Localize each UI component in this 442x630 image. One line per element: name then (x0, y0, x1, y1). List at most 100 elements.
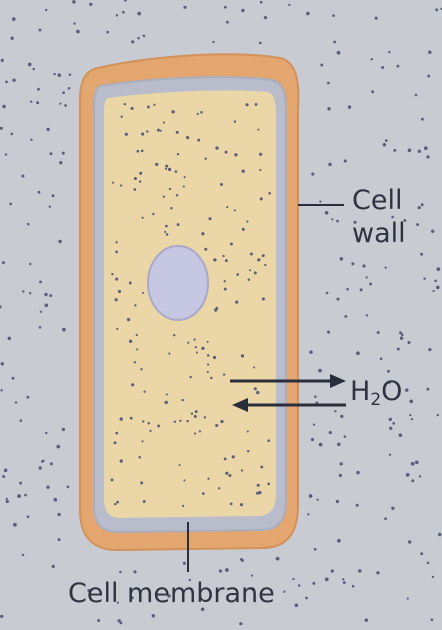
solution-particle (331, 569, 334, 572)
solution-particle (39, 326, 42, 329)
solution-particle (53, 73, 55, 75)
cytoplasm-particle (114, 503, 116, 505)
solution-particle (319, 443, 323, 447)
solution-particle (340, 257, 343, 260)
cytoplasm-particle (202, 492, 205, 495)
cytoplasm-particle (127, 318, 130, 321)
cytoplasm-particle (136, 334, 138, 336)
cytoplasm-particle (116, 328, 118, 330)
solution-particle (259, 42, 262, 45)
water-symbol: H (350, 376, 370, 407)
solution-particle (69, 73, 72, 76)
solution-particle (325, 211, 329, 215)
cytoplasm-particle (174, 421, 176, 423)
cytoplasm-particle (194, 338, 196, 340)
solution-particle (59, 161, 62, 164)
solution-particle (219, 569, 222, 572)
solution-particle (351, 262, 354, 265)
cytoplasm-particle (260, 466, 263, 469)
cytoplasm-particle (196, 351, 198, 353)
solution-particle (418, 150, 421, 153)
cytoplasm-particle (164, 231, 166, 233)
solution-particle (421, 118, 424, 121)
cytoplasm-particle (246, 220, 248, 222)
solution-particle (32, 68, 35, 71)
cytoplasm-particle (201, 347, 204, 350)
cytoplasm-particle (210, 377, 213, 380)
solution-particle (24, 494, 27, 497)
solution-particle (46, 485, 49, 488)
solution-particle (309, 350, 313, 354)
cytoplasm-particle (176, 194, 178, 196)
cytoplasm-particle (183, 479, 185, 481)
cytoplasm-particle (153, 104, 155, 106)
solution-particle (411, 479, 414, 482)
solution-particle (405, 388, 408, 391)
solution-particle (143, 34, 146, 37)
cytoplasm-particle (187, 342, 189, 344)
solution-particle (44, 293, 47, 296)
solution-particle (45, 432, 47, 434)
solution-particle (58, 240, 61, 243)
solution-particle (17, 494, 21, 498)
cytoplasm-particle (129, 340, 132, 343)
solution-particle (4, 469, 8, 473)
solution-particle (260, 1, 263, 4)
solution-particle (381, 66, 384, 69)
cytoplasm-particle (118, 290, 121, 293)
solution-particle (38, 191, 41, 194)
solution-particle (13, 523, 17, 527)
cytoplasm-particle (195, 346, 197, 348)
cytoplasm-particle (176, 131, 179, 134)
solution-particle (226, 21, 229, 24)
cytoplasm-particle (220, 183, 223, 186)
solution-particle (421, 203, 424, 206)
cytoplasm-particle (186, 136, 189, 139)
cytoplasm-particle (141, 217, 143, 219)
solution-particle (305, 597, 308, 600)
solution-particle (64, 104, 67, 107)
solution-particle (12, 79, 15, 82)
solution-particle (239, 622, 242, 625)
water-suffix: O (381, 376, 402, 407)
solution-particle (326, 292, 329, 295)
water-subscript: 2 (370, 390, 381, 410)
cytoplasm-particle (181, 399, 183, 401)
cytoplasm-particle (236, 273, 239, 276)
solution-particle (137, 12, 141, 16)
solution-particle (276, 557, 280, 561)
solution-particle (336, 500, 339, 503)
cytoplasm-particle (121, 116, 123, 118)
cytoplasm-particle (267, 483, 270, 486)
solution-particle (42, 460, 45, 463)
solution-particle (22, 175, 25, 178)
cytoplasm-particle (146, 130, 148, 132)
cytoplasm-particle (175, 170, 178, 173)
solution-particle (318, 369, 322, 373)
cytoplasm-particle (220, 420, 223, 423)
cytoplasm-particle (137, 150, 140, 153)
solution-particle (389, 454, 391, 456)
solution-particle (131, 40, 134, 43)
cytoplasm-particle (169, 188, 171, 190)
solution-particle (45, 9, 47, 11)
solution-particle (38, 29, 41, 32)
solution-particle (393, 149, 396, 152)
solution-particle (44, 303, 48, 307)
cytoplasm-particle (163, 196, 165, 198)
solution-particle (59, 103, 61, 105)
solution-particle (416, 223, 419, 226)
solution-particle (427, 562, 430, 565)
cytoplasm-particle (268, 192, 271, 195)
solution-particle (415, 460, 419, 464)
solution-particle (36, 101, 39, 104)
solution-particle (5, 153, 7, 155)
cytoplasm-particle (168, 168, 171, 171)
cytoplasm-particle (197, 139, 200, 142)
cytoplasm-particle (166, 233, 169, 236)
solution-particle (415, 94, 418, 97)
solution-particle (327, 82, 330, 85)
solution-particle (311, 438, 314, 441)
solution-particle (2, 105, 6, 109)
cytoplasm-particle (115, 251, 118, 254)
